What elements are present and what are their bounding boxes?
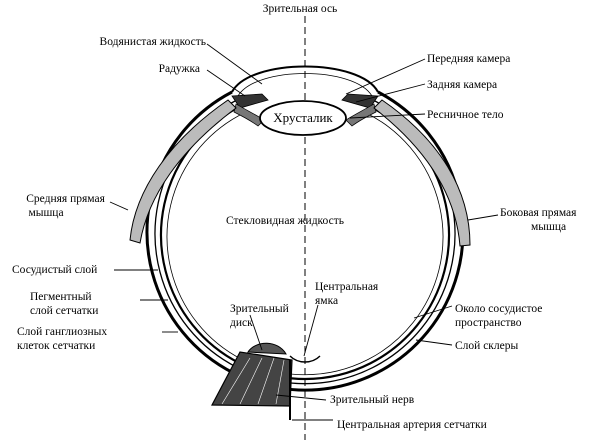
label-choroid: Сосудистый слой [12,264,97,276]
lens [259,100,347,136]
leader-lines [109,43,499,421]
label-lateral-rectus-line1: Боковая прямая [500,207,577,219]
retina-inner-line [166,111,444,376]
iris-left [231,93,269,109]
label-perivascular-space: Около сосудистое пространство [455,303,545,329]
label-iris: Радужка [159,63,200,75]
label-pigment-layer: Пегментный слой сетчатки [30,291,98,317]
label-vitreous-humor: Стекловидная жидкость [226,215,344,227]
cornea [231,65,379,93]
medial-rectus-muscle [129,99,237,244]
label-posterior-chamber: Задняя камера [427,79,497,91]
label-optic-nerve: Зрительный нерв [330,394,415,406]
iris-ciliary [231,93,379,127]
nerve-fiber [239,357,263,405]
label-ganglion-layer-line1: Слой ганглиозных [17,326,107,338]
nerve-fiber [275,359,285,405]
label-lateral-rectus-line2: мышца [531,221,566,233]
label-optic-disc: Зрительный диск [230,303,292,329]
nerve-fiber [221,357,251,405]
label-pigment-layer-line1: Пегментный [30,291,92,303]
label-pigment-layer-line2: слой сетчатки [30,305,98,317]
label-sclera: Слой склеры [455,340,518,352]
optic-disc [247,342,287,355]
label-ganglion-layer-line2: клеток сетчатки [17,340,95,352]
label-medial-rectus: Средняя прямая мышца [26,193,108,219]
fovea-pit [289,355,321,363]
label-perivascular-space-line1: Около сосудистое [455,303,542,315]
label-aqueous-humor: Водянистая жидкость [100,36,206,48]
label-central-artery: Центральная артерия сетчатки [337,419,487,431]
label-ganglion-layer: Слой ганглиозных клеток сетчатки [17,326,110,352]
ciliary-body-right [345,103,377,127]
ciliary-body-left [233,103,265,127]
label-lateral-rectus: Боковая прямая мышца [500,207,579,233]
label-fovea-line2: ямка [315,295,338,307]
label-anterior-chamber: Передняя камера [427,53,510,65]
lateral-rectus-muscle [373,99,471,247]
label-optic-disc-line2: диск [230,317,253,329]
label-optic-disc-line1: Зрительный [230,303,289,315]
optic-nerve-group [211,342,321,420]
label-medial-rectus-line1: Средняя прямая [26,193,105,205]
label-perivascular-space-line2: пространство [455,317,522,329]
label-fovea: Центральная ямка [315,281,381,307]
label-fovea-line1: Центральная [315,281,379,293]
label-medial-rectus-line2: мышца [28,207,63,219]
label-ciliary-body: Ресничное тело [427,109,504,121]
label-visual-axis: Зрительная ось [263,3,338,15]
retina-layer [159,105,451,381]
lens-label: Хрусталик [273,110,333,125]
nerve-fiber [257,357,275,405]
